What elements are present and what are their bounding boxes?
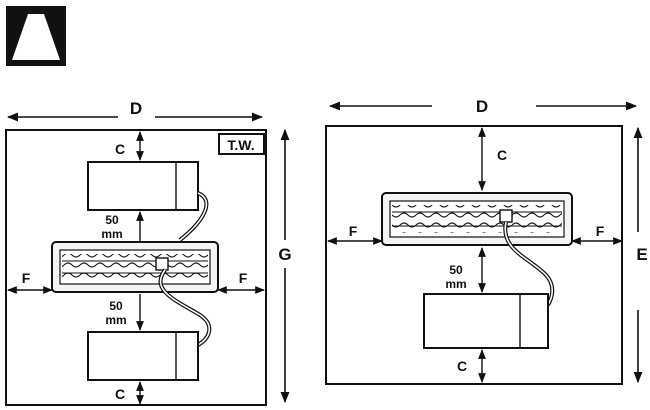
- left-bottom-clearance: C: [115, 381, 144, 405]
- left-top-clearance: C: [115, 131, 144, 161]
- right-side-clearance-left: F: [327, 223, 383, 245]
- warning-triangle-icon: [6, 6, 66, 66]
- right-height-dimension: E: [633, 126, 648, 384]
- left-clearance-diagram: D T.W. G C 50 mm: [5, 99, 292, 406]
- right-top-clearance: C: [478, 127, 507, 191]
- right-bottom-clearance-label: C: [457, 358, 467, 374]
- left-upper-gap: 50 mm: [101, 211, 144, 242]
- left-height-dimension: G: [278, 128, 292, 404]
- right-gap-unit: mm: [445, 277, 466, 291]
- right-side-right-label: F: [596, 223, 605, 239]
- left-side-right-label: F: [239, 270, 248, 286]
- left-width-dimension: D: [6, 99, 264, 122]
- left-side-clearance-left: F: [7, 270, 53, 294]
- left-lower-gap-unit: mm: [105, 313, 126, 327]
- right-side-left-label: F: [349, 223, 358, 239]
- left-lower-control-box: [87, 268, 212, 381]
- right-bottom-clearance: C: [457, 349, 486, 383]
- left-side-left-label: F: [22, 270, 31, 286]
- right-top-clearance-label: C: [497, 147, 507, 163]
- right-room-outline: [325, 125, 623, 385]
- right-width-label: D: [476, 97, 488, 116]
- left-heater-unit: [51, 241, 219, 293]
- right-gap-value: 50: [449, 263, 463, 277]
- left-width-label: D: [130, 99, 142, 118]
- left-room-outline: [5, 129, 267, 406]
- right-control-box: [423, 221, 555, 349]
- left-upper-control-box: [87, 161, 209, 242]
- left-bottom-clearance-label: C: [115, 386, 125, 402]
- left-side-clearance-right: F: [217, 270, 265, 294]
- right-side-clearance-right: F: [571, 223, 623, 245]
- left-lower-gap-value: 50: [109, 299, 123, 313]
- left-upper-gap-unit: mm: [101, 227, 122, 241]
- left-lower-gap: 50 mm: [105, 294, 144, 331]
- right-width-dimension: D: [328, 97, 638, 116]
- left-upper-gap-value: 50: [105, 213, 119, 227]
- right-height-label: E: [636, 245, 647, 264]
- right-heater-unit: [381, 192, 573, 246]
- left-top-clearance-label: C: [115, 141, 125, 157]
- right-gap: 50 mm: [445, 247, 486, 293]
- left-height-label: G: [278, 245, 291, 264]
- left-tw-badge: T.W.: [218, 133, 265, 155]
- right-clearance-diagram: D E C F F: [325, 97, 648, 385]
- left-tw-badge-label: T.W.: [227, 137, 254, 153]
